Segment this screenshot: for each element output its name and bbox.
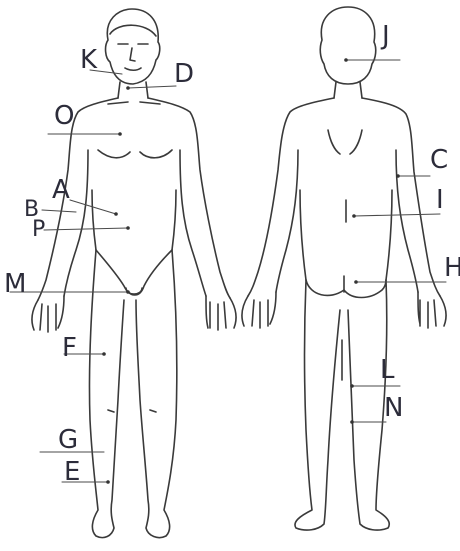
label-f: F (62, 333, 77, 363)
label-c: C (430, 145, 448, 175)
front-torso (38, 98, 118, 300)
label-e: E (64, 457, 80, 487)
label-m: M (4, 269, 26, 299)
labels: K D O A B P M F G E J C I H L N (4, 21, 460, 487)
front-right-hand (206, 296, 236, 330)
label-p: P (32, 217, 45, 242)
label-d: D (174, 59, 194, 89)
back-head (320, 7, 375, 84)
label-i: I (436, 185, 444, 215)
label-j: J (380, 21, 390, 51)
label-g: G (58, 425, 78, 455)
leader-lines (10, 58, 446, 484)
leader-d (128, 86, 176, 88)
back-legs (295, 280, 340, 530)
label-o: O (54, 101, 74, 131)
label-h: H (444, 253, 460, 283)
back-left-hand (242, 292, 276, 328)
back-right-hand (418, 292, 446, 328)
label-a: A (52, 175, 70, 205)
back-figure (242, 7, 446, 530)
leader-i (354, 214, 440, 216)
label-n: N (384, 393, 403, 423)
front-legs (89, 250, 124, 538)
leader-p (44, 228, 128, 230)
leader-b (42, 210, 76, 212)
label-k: K (80, 45, 98, 75)
back-torso (248, 98, 334, 296)
front-left-hand (32, 296, 64, 332)
label-l: L (380, 355, 395, 385)
